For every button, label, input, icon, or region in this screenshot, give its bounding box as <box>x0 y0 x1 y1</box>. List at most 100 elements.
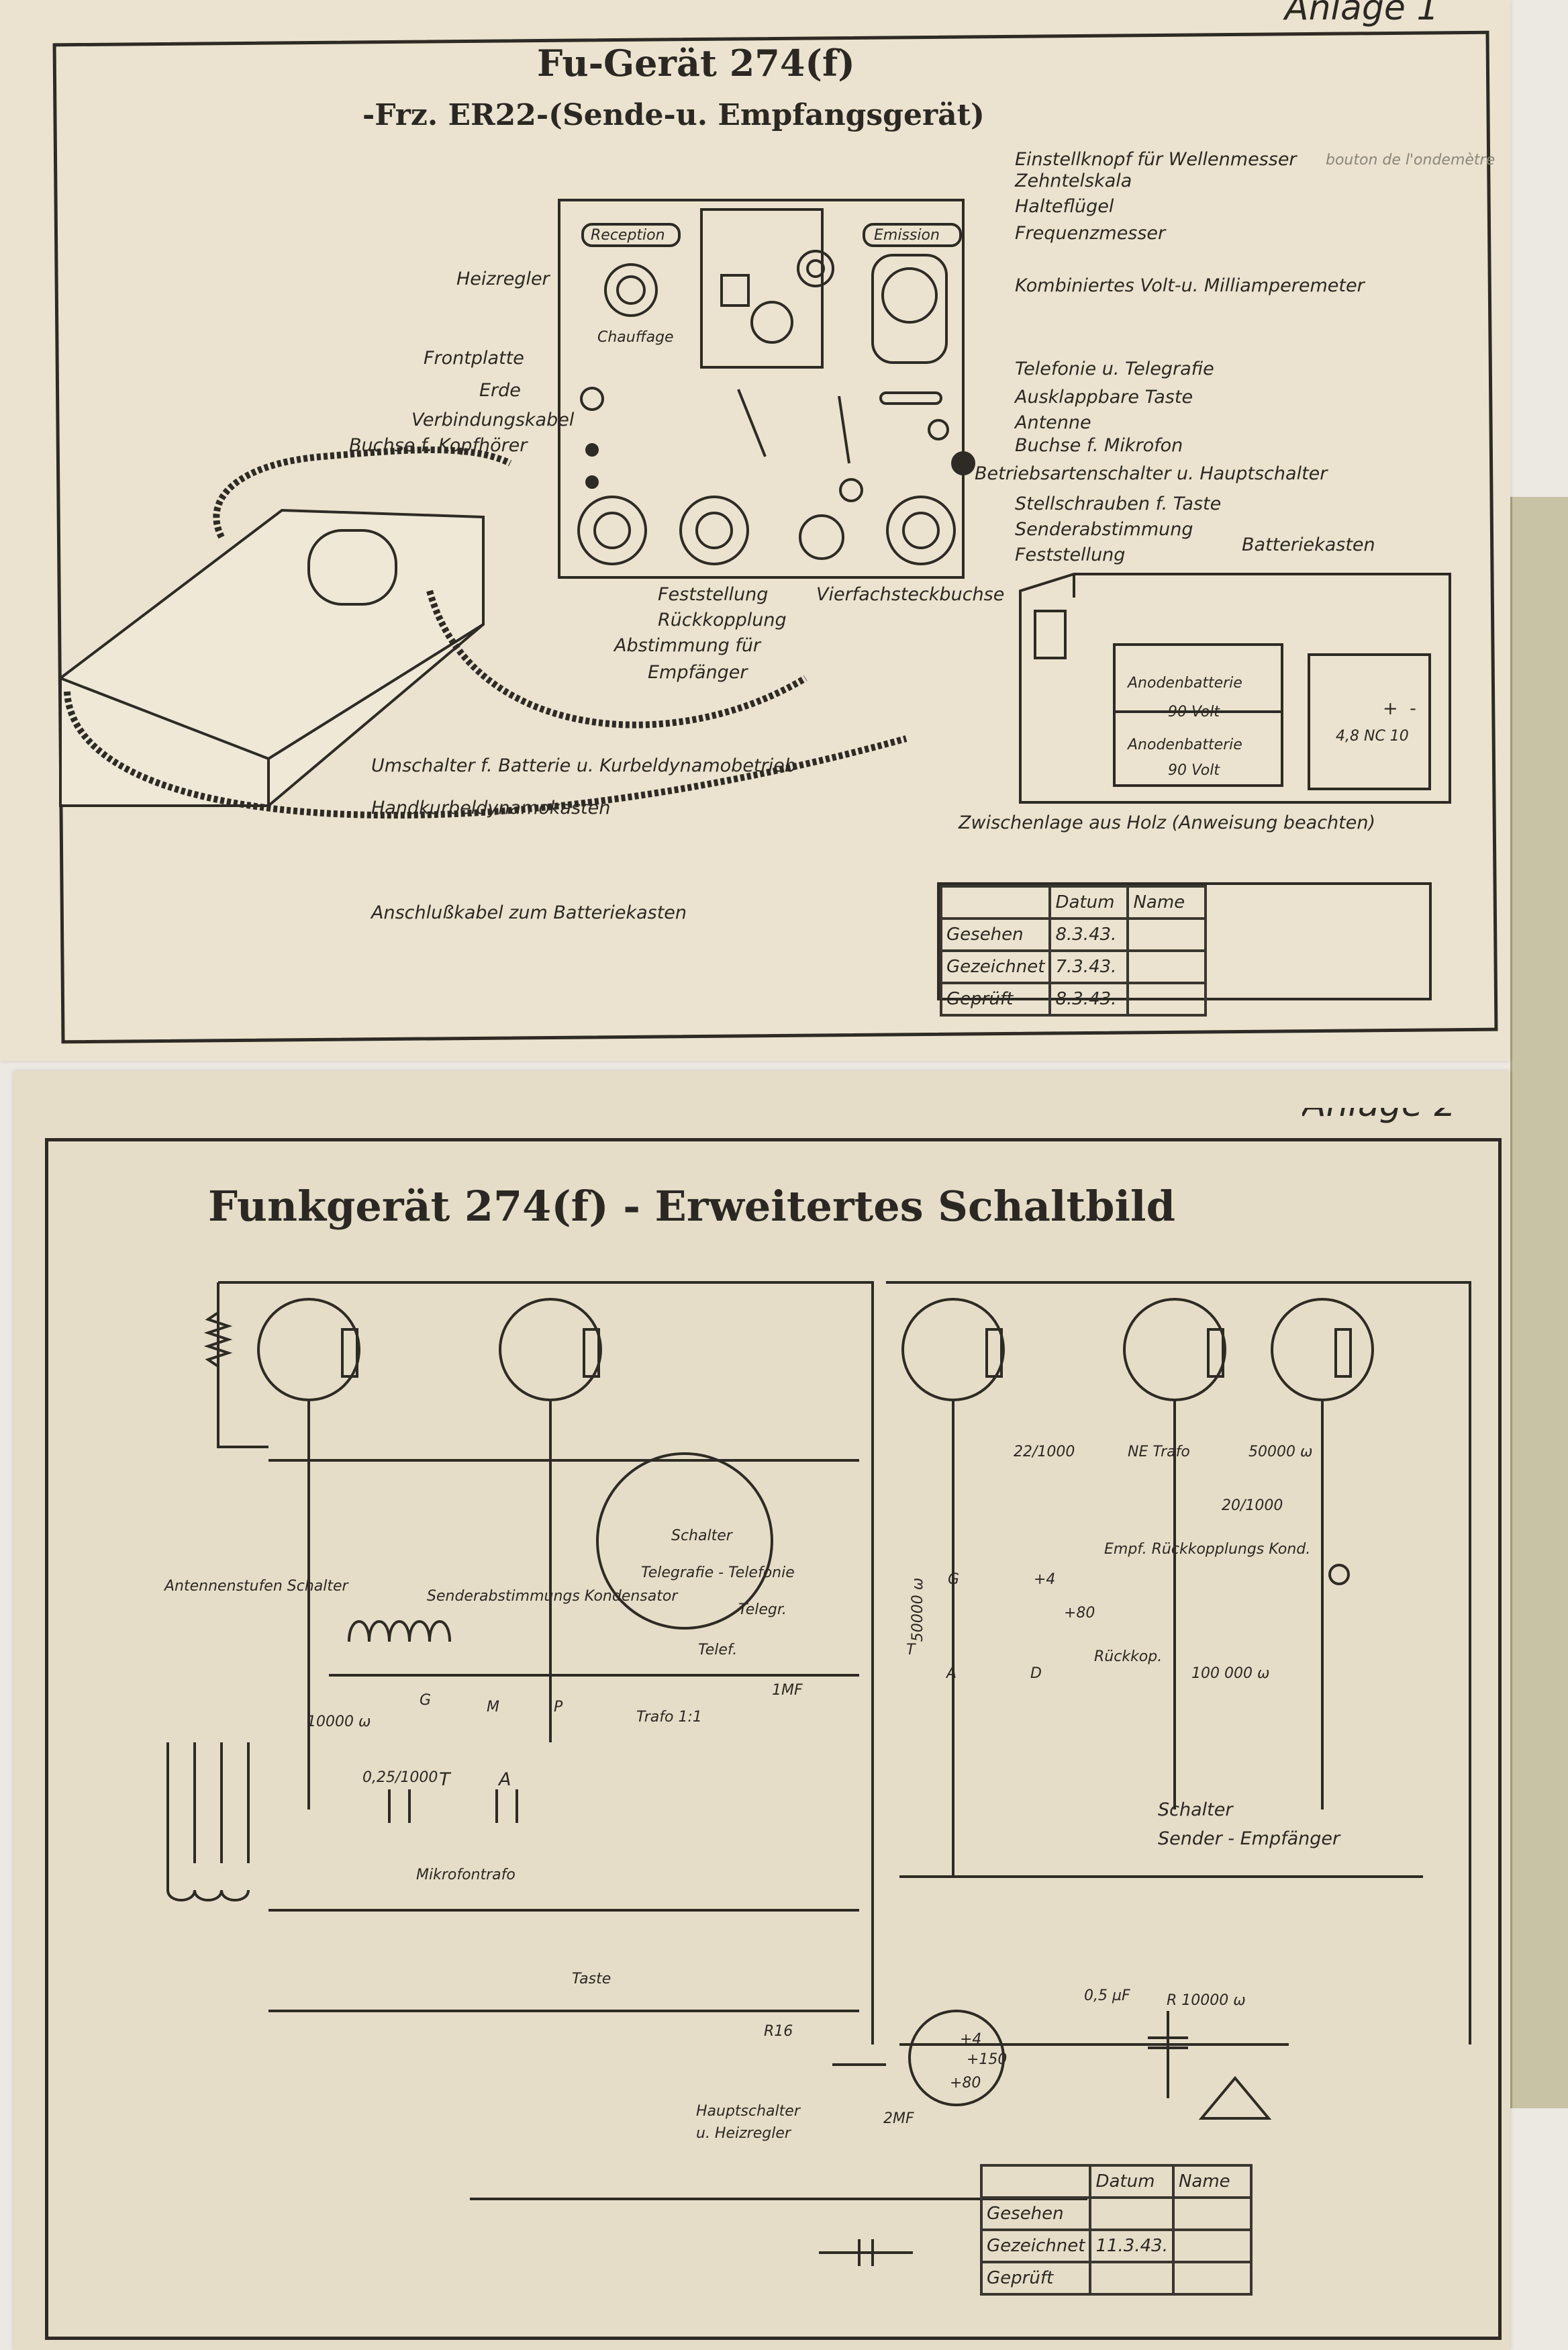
circuit-label: D <box>1030 1665 1042 1682</box>
label-bottom: Empfänger <box>648 662 748 683</box>
cell: Gesehen <box>979 2196 1092 2231</box>
background-folder <box>1510 497 1568 2108</box>
label-right: Kombiniertes Volt-u. Milliamperemeter <box>1015 275 1365 296</box>
circuit-schematic <box>166 1281 1471 2266</box>
sheet-circuit-diagram: Anlage 2 Funkgerät 274(f) - Erweitertes … <box>13 1071 1510 2350</box>
label-left: Verbindungskabel <box>411 410 575 430</box>
title: Funkgerät 274(f) - Erweitertes Schaltbil… <box>208 1182 1175 1231</box>
circuit-label: Schalter <box>1158 1799 1233 1820</box>
header-cell <box>939 885 1052 920</box>
label-misc: Umschalter f. Batterie u. Kurbeldynamobe… <box>371 755 796 776</box>
circuit-label: T <box>906 1642 916 1658</box>
accu-plus: + <box>1383 698 1398 719</box>
label-right: Telefonie u. Telegrafie <box>1015 359 1214 379</box>
label-right: Frequenzmesser <box>1015 223 1166 244</box>
panel-chauffage: Chauffage <box>597 329 674 346</box>
cell <box>1171 2261 1253 2296</box>
circuit-label: 0,25/1000 <box>362 1769 438 1786</box>
circuit-label: Mikrofontrafo <box>416 1867 516 1883</box>
circuit-label: +4 <box>1034 1571 1056 1588</box>
circuit-label: Sender - Empfänger <box>1158 1828 1340 1849</box>
circuit-label: 22/1000 <box>1014 1444 1075 1460</box>
label-left: Erde <box>479 380 521 401</box>
circuit-label: 50000 ω <box>1248 1444 1313 1460</box>
table-row: Gesehen <box>979 2196 1253 2231</box>
circuit-label: R16 <box>764 2023 793 2040</box>
label-left: Heizregler <box>456 269 550 289</box>
panel-reception: Reception <box>591 227 665 244</box>
label-right: Senderabstimmung <box>1015 519 1193 540</box>
label-right: Betriebsartenschalter u. Hauptschalter <box>975 463 1328 484</box>
title: Fu-Gerät 274(f) <box>537 42 855 85</box>
cell: 11.3.43. <box>1089 2228 1175 2263</box>
circuit-label: +4 <box>960 2031 982 2048</box>
cell: Gesehen <box>939 917 1052 952</box>
label-right: Feststellung <box>1015 545 1126 565</box>
circuit-label: P <box>554 1699 563 1715</box>
circuit-label: +150 <box>967 2051 1008 2068</box>
anode-volt-2: 90 Volt <box>1168 762 1220 779</box>
circuit-label: 0,5 µF <box>1084 1987 1130 2004</box>
label-right: Antenne <box>1015 412 1091 433</box>
circuit-label: A <box>946 1665 957 1682</box>
circuit-label: u. Heizregler <box>696 2125 791 2142</box>
battery-box-label: Batteriekasten <box>1242 534 1375 555</box>
header-cell: Datum <box>1089 2164 1175 2199</box>
circuit-label: Antennenstufen Schalter <box>164 1578 348 1595</box>
cell: Gezeichnet <box>979 2228 1092 2263</box>
circuit-label: 50000 ω <box>910 1577 927 1642</box>
header-cell: Datum <box>1048 885 1130 920</box>
label-misc: Anschlußkabel zum Batteriekasten <box>371 902 687 923</box>
label-right: Stellschrauben f. Taste <box>1015 493 1222 514</box>
label-bottom: Abstimmung für <box>614 635 761 656</box>
cell <box>1126 949 1208 984</box>
cell: 8.3.43. <box>1048 917 1130 952</box>
anode-volt-1: 90 Volt <box>1168 704 1220 720</box>
circuit-label: G <box>948 1571 960 1588</box>
header-cell: Name <box>1171 2164 1253 2199</box>
label-right: Halteflügel <box>1015 196 1114 217</box>
circuit-label: T <box>439 1769 450 1790</box>
circuit-label: +80 <box>1064 1605 1095 1621</box>
circuit-label: 100 000 ω <box>1191 1665 1270 1682</box>
cell <box>1126 917 1208 952</box>
circuit-label: Empf. Rückkopplungs Kond. <box>1104 1541 1311 1558</box>
cell <box>1171 2228 1253 2263</box>
cell <box>1171 2196 1253 2231</box>
header-cell <box>979 2164 1092 2199</box>
circuit-label: Hauptschalter <box>696 2103 800 2120</box>
annex-label: Anlage 1 <box>1285 0 1439 28</box>
cell: 7.3.43. <box>1048 949 1130 984</box>
drawing-frame <box>45 1138 1502 2340</box>
label-bottom: Feststellung <box>658 584 769 605</box>
circuit-label: Telef. <box>698 1642 738 1658</box>
annex-label: Anlage 2 <box>1302 1084 1457 1125</box>
circuit-label: Schalter <box>671 1527 732 1544</box>
anode-battery-2: Anodenbatterie <box>1128 737 1242 753</box>
label-bottom: Vierfachsteckbuchse <box>816 584 1005 605</box>
circuit-label: G <box>420 1692 432 1709</box>
cell <box>1126 982 1208 1017</box>
circuit-label: +80 <box>950 2075 981 2092</box>
cell: Geprüft <box>979 2261 1092 2296</box>
panel-emission: Emission <box>874 227 940 244</box>
circuit-label: A <box>499 1769 511 1790</box>
pencil-annotation: bouton de l'ondemètre <box>1326 152 1496 169</box>
anode-battery-1: Anodenbatterie <box>1128 675 1242 692</box>
header-cell: Name <box>1126 885 1208 920</box>
label-right: Zehntelskala <box>1015 171 1132 191</box>
circuit-label: Telegrafie - Telefonie <box>641 1564 795 1581</box>
circuit-label: 1MF <box>772 1682 803 1699</box>
circuit-label: Rückkop. <box>1094 1648 1163 1665</box>
subtitle: -Frz. ER22-(Sende-u. Empfangsgerät) <box>362 98 985 132</box>
cell <box>1089 2261 1175 2296</box>
cell: Gezeichnet <box>939 949 1052 984</box>
cell: Geprüft <box>939 982 1052 1017</box>
circuit-label: 2MF <box>883 2110 914 2127</box>
circuit-label: R 10000 ω <box>1167 1992 1246 2009</box>
circuit-label: Senderabstimmungs Kondensator <box>427 1588 678 1605</box>
label-right: Buchse f. Mikrofon <box>1015 435 1183 456</box>
label-left: Buchse f. Kopfhörer <box>349 435 528 456</box>
